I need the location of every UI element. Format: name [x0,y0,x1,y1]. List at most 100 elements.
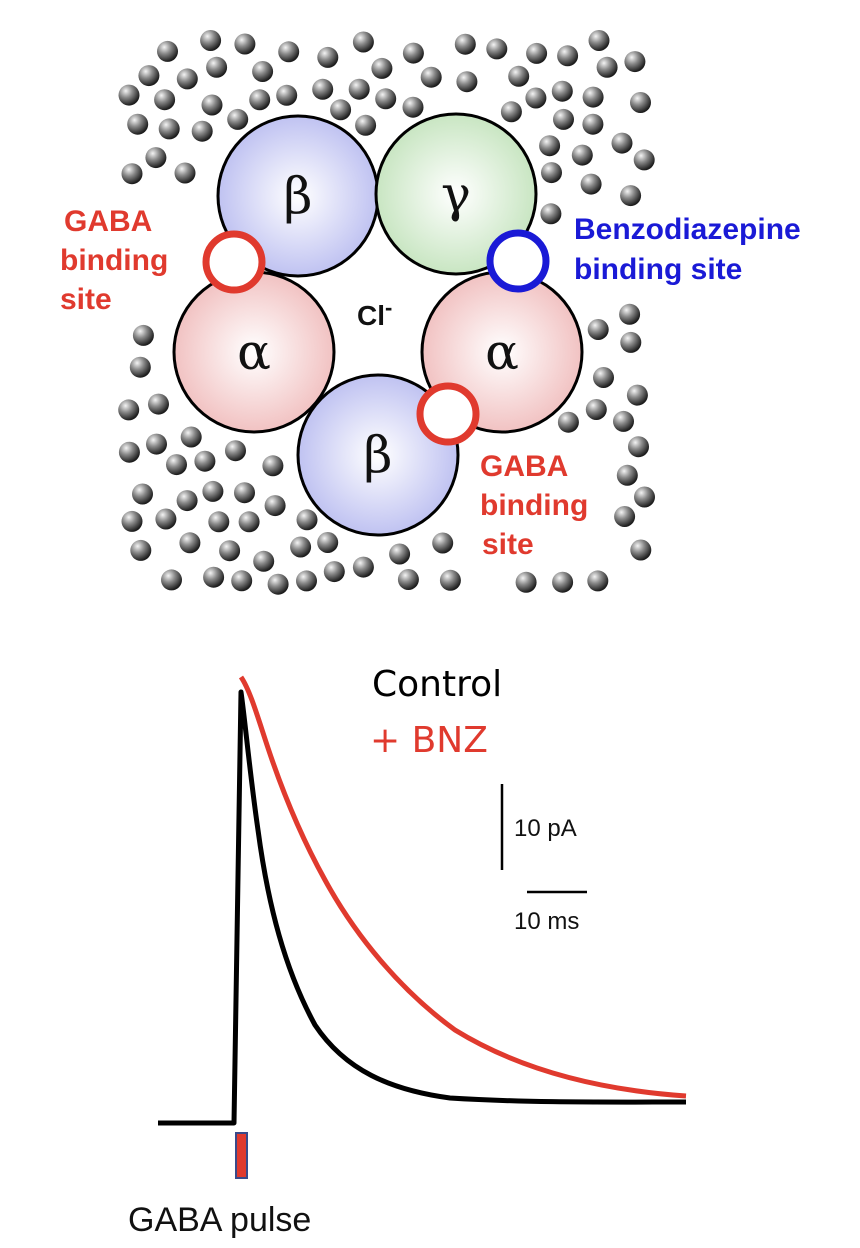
lipid-head [526,42,548,64]
chloride-ion-label: Cl- [357,295,392,331]
lipid-head [146,433,167,455]
benzodiazepine-binding-site-marker [486,229,550,293]
lipid-head [500,101,522,123]
label-line: binding site [574,253,742,286]
lipid-head [138,65,160,87]
lipid-head [262,455,284,477]
lipid-head [582,86,604,108]
lipid-head [148,393,169,415]
lipid-head [249,89,271,111]
label-line: GABA [64,205,152,238]
lipid-head [253,550,275,572]
lipid-head [206,56,228,78]
lipid-head [611,132,633,154]
lipid-head [585,399,607,420]
label-line: GABA [480,450,568,483]
lipid-head [389,543,411,565]
lipid-head [157,40,178,62]
lipid-head [582,113,604,135]
lipid-head [201,94,223,116]
lipid-head [158,118,180,140]
lipid-head [238,511,260,533]
lipid-head [619,303,641,325]
benzodiazepine-binding-site-label: Benzodiazepine binding site [574,213,801,286]
lipid-head [397,569,419,590]
lipid-head [456,71,478,93]
lipid-head [616,464,638,486]
lipid-head [348,78,370,100]
lipid-head [219,540,241,562]
control-trace [158,689,687,1126]
lipid-head [296,509,318,531]
lipid-head [624,51,646,73]
ion-base: Cl [357,300,385,331]
label-line: binding [60,244,168,277]
gaba-pulse-label: GABA pulse [128,1201,311,1239]
lipid-head [276,84,298,106]
lipid-head [402,96,424,118]
lipid-head [628,436,649,458]
lipid-head [587,319,609,340]
lipid-head [180,426,202,448]
lipid-head [252,61,274,82]
lipid-head [202,480,224,502]
lipid-head [580,173,602,195]
lipid-head [439,569,461,591]
lipid-head [155,508,177,530]
lipid-head [191,120,213,142]
lipid-head [515,571,537,593]
label-line: site [60,283,112,316]
time-scale-label: 10 ms [514,908,579,935]
lipid-head [161,569,182,591]
lipid-head [225,440,246,462]
lipid-head [290,536,312,558]
lipid-head [551,80,573,102]
current-scale-label: 10 pA [514,815,577,842]
subunit-gamma: γ [374,112,538,276]
lipid-head [121,163,143,185]
bnz-trace [238,675,687,1099]
lipid-head [420,66,442,88]
lipid-head [227,108,249,130]
membrane-lipid-layer [118,30,655,595]
lipid-head [352,31,374,53]
lipid-head [355,114,377,136]
lipid-head [587,570,609,592]
gaba-binding-site-left-marker [202,230,266,294]
lipid-head [267,573,289,595]
lipid-head [179,532,201,554]
lipid-head [541,162,562,184]
lipid-head [540,203,562,225]
subunit-symbol: α [237,323,271,381]
lipid-head [132,483,153,505]
lipid-head [508,65,530,87]
lipid-head [234,482,255,504]
lipid-head [323,561,345,583]
gaba-binding-site-right-marker [416,382,480,446]
lipid-head [234,33,256,55]
lipid-head [614,506,636,527]
label-line: Benzodiazepine [574,213,801,246]
lipid-head [588,30,610,51]
receptor-pentamer: β γ α α β Cl- [172,112,584,537]
lipid-head [166,454,187,476]
lipid-head [630,92,651,113]
lipid-head [312,78,334,100]
lipid-head [557,411,579,433]
lipid-head [552,571,574,593]
gaba-pulse-marker [235,1132,248,1179]
lipid-head [194,450,216,472]
lipid-head [634,486,655,508]
subunit-beta-top: β [216,114,380,278]
gaba-binding-site-left-label: GABA binding site [60,205,168,316]
label-line: site [482,528,534,561]
lipid-head [525,87,547,109]
lipid-head [613,410,634,432]
current-trace-panel: Control + BNZ 10 pA 10 ms GABA pulse [128,664,687,1239]
lipid-head [208,511,230,533]
lipid-head [317,532,339,553]
lipid-head [571,144,593,166]
control-legend-label: Control [372,664,502,705]
lipid-head [330,99,352,121]
